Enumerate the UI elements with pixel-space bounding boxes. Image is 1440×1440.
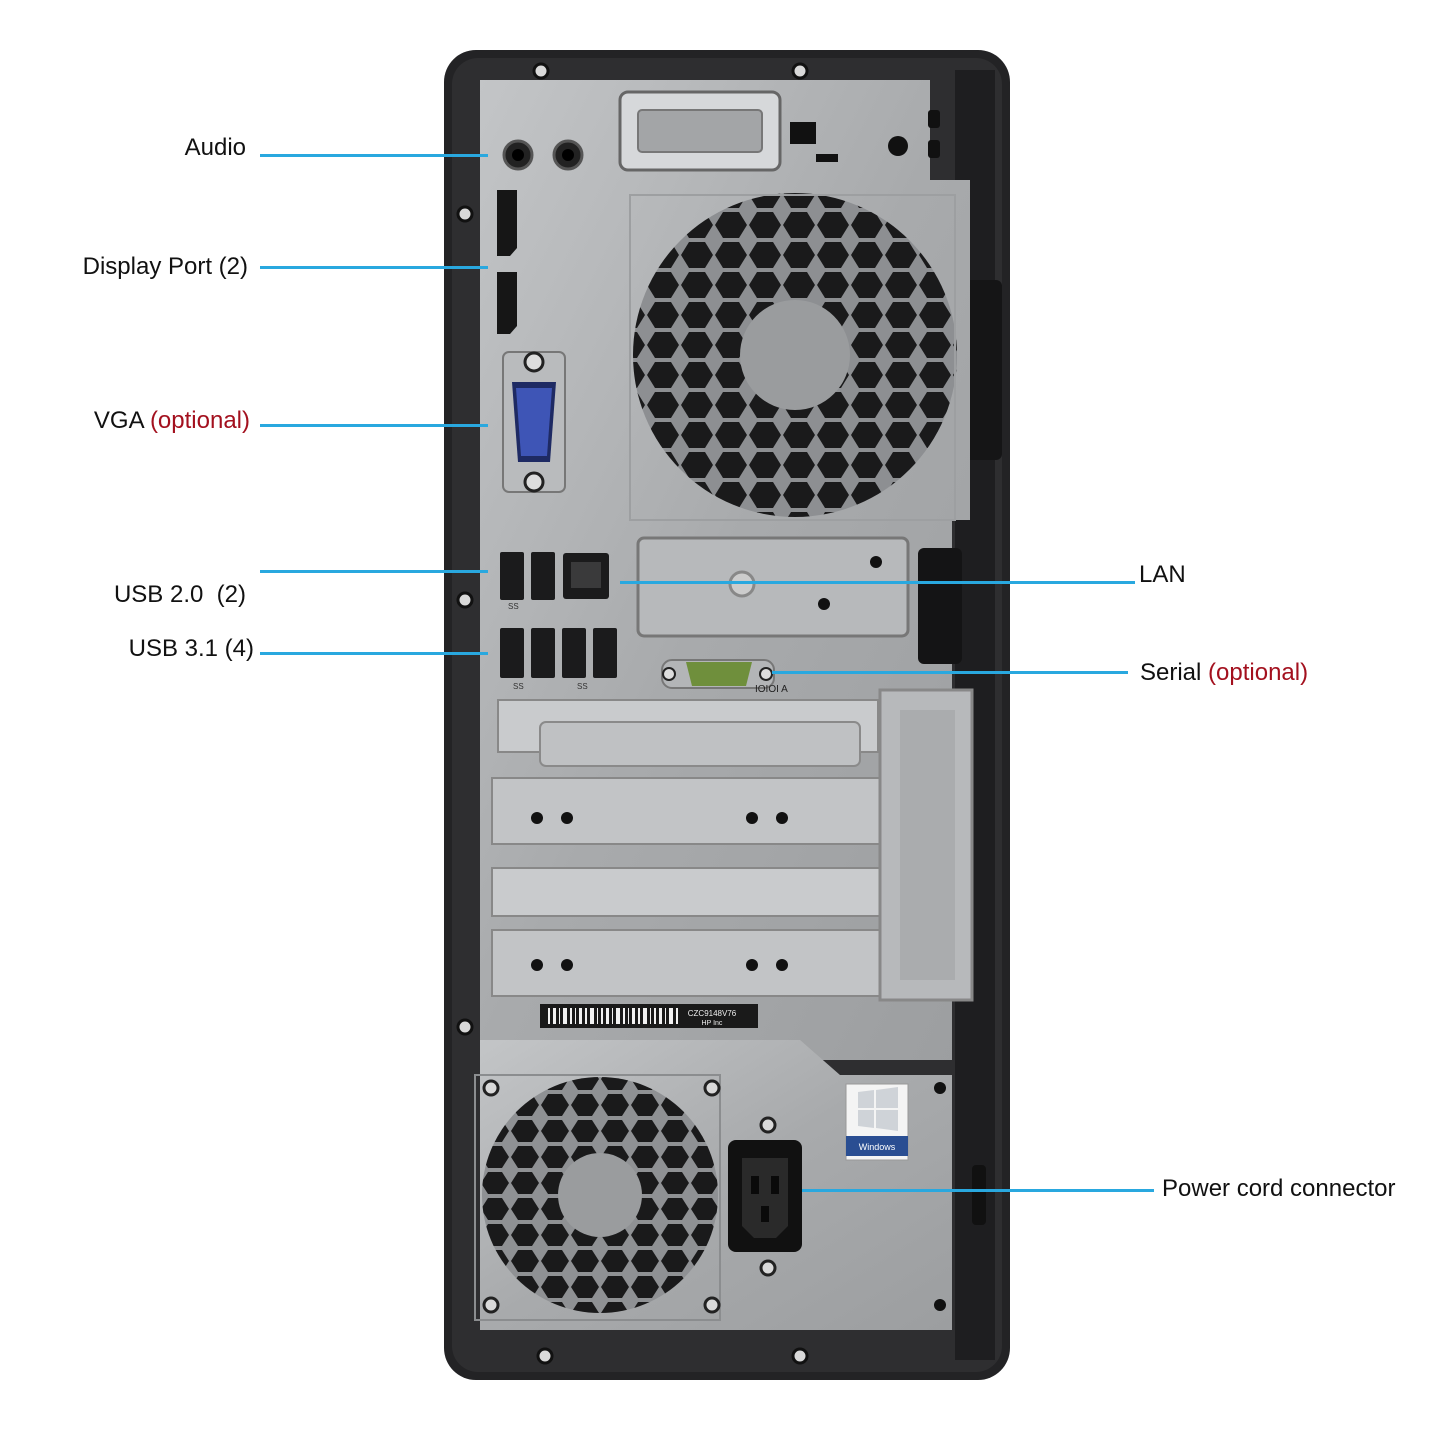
- lan-label-text: LAN: [1139, 561, 1186, 588]
- usb31-label-text: USB 3.1 (4): [128, 635, 254, 662]
- usb31-label: USB 3.1 (4): [129, 635, 254, 663]
- power-label: Power cord connector: [1162, 1175, 1395, 1203]
- blank-plate: [636, 536, 910, 638]
- audio-jacks: [502, 139, 584, 171]
- serial-number-text: CZC9148V76: [688, 1009, 737, 1018]
- vga-label: VGA (optional): [94, 407, 250, 435]
- serial-leader-line: [772, 671, 1128, 674]
- serial-optional-note: (optional): [1208, 659, 1309, 686]
- usb2-label-text: USB 2.0 (2): [113, 581, 246, 608]
- vga-label-text: VGA: [93, 407, 144, 434]
- latch-tab: [918, 548, 962, 664]
- usb2-marking: SS: [508, 602, 519, 611]
- display-port-leader-line: [260, 266, 488, 269]
- display-port-label: Display Port (2): [83, 253, 248, 281]
- audio-label: Audio: [185, 134, 246, 162]
- display-ports: [497, 190, 517, 334]
- usb31-left-marking: SS: [513, 682, 524, 691]
- serial-port: [661, 659, 775, 689]
- audio-label-text: Audio: [184, 134, 246, 161]
- vga-optional-note: (optional): [149, 407, 250, 434]
- lock-slot: [790, 122, 816, 144]
- expansion-slots: [491, 699, 883, 997]
- power-leader-line: [802, 1189, 1154, 1192]
- serial-marking: IOIOI A: [755, 684, 788, 695]
- usb2-ports: [500, 552, 555, 600]
- serial-label: Serial (optional): [1140, 659, 1308, 687]
- audio-leader-line: [260, 154, 488, 157]
- vga-port: [502, 351, 566, 493]
- usb2-label: USB 2.0 (2): [87, 553, 246, 637]
- windows-logo-text: Windows: [859, 1142, 896, 1152]
- side-latch: [962, 280, 1002, 460]
- frame-screws: [456, 62, 809, 1365]
- lan-leader-line: [620, 581, 1135, 584]
- usb31-right-marking: SS: [577, 682, 588, 691]
- serial-sticker: [540, 1004, 758, 1028]
- serial-label-text: Serial: [1140, 659, 1202, 686]
- display-port-label-text: Display Port (2): [82, 253, 248, 280]
- vga-leader-line: [260, 424, 488, 427]
- usb2-leader-line: [260, 570, 488, 573]
- usb31-ports: [500, 628, 617, 678]
- maker-text: HP Inc: [702, 1020, 723, 1027]
- usb31-leader-line: [260, 652, 488, 655]
- lan-label: LAN: [1139, 561, 1186, 589]
- power-label-text: Power cord connector: [1162, 1175, 1396, 1202]
